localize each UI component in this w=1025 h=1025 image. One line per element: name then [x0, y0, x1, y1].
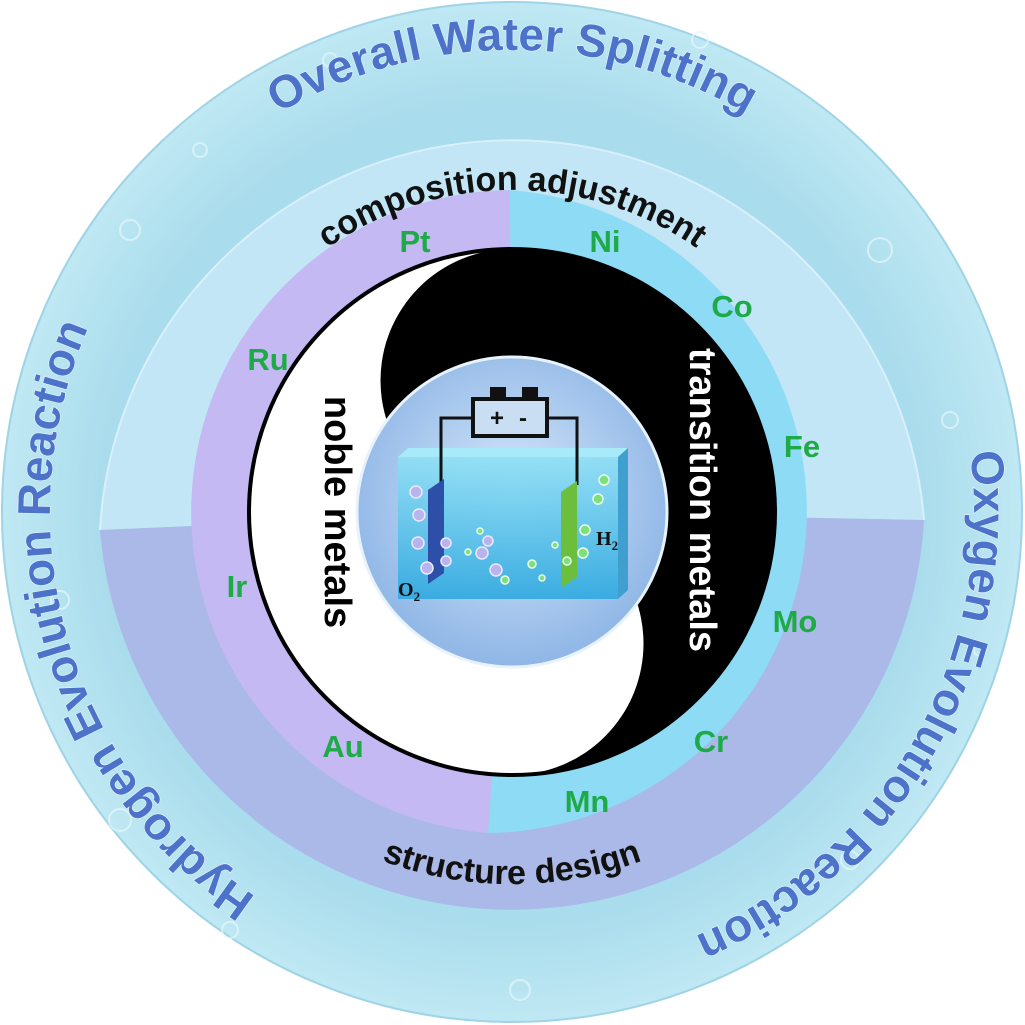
oxygen-bubbles	[409, 485, 503, 577]
anode-electrode	[428, 479, 444, 584]
battery-plus: +	[490, 405, 504, 432]
element-au: Au	[322, 729, 363, 764]
hydrogen-bubbles	[464, 474, 610, 585]
battery-minus: -	[519, 405, 527, 432]
element-cr: Cr	[694, 724, 728, 759]
noble-metals-label: noble metals	[316, 396, 358, 628]
cathode-electrode	[561, 481, 577, 588]
water-droplet-texture	[50, 31, 987, 1001]
oxygen-label: O2	[398, 579, 420, 604]
electrolysis-cell: + - O2 H2	[398, 387, 628, 604]
element-ni: Ni	[590, 224, 621, 259]
element-mn: Mn	[565, 784, 610, 819]
element-mo: Mo	[773, 604, 818, 639]
element-pt: Pt	[400, 224, 431, 259]
element-ir: Ir	[227, 569, 248, 604]
hydrogen-label: H2	[596, 528, 618, 553]
element-fe: Fe	[784, 429, 820, 464]
element-co: Co	[711, 289, 752, 324]
transition-metals-label: transition metals	[681, 348, 723, 652]
element-ru: Ru	[247, 342, 288, 377]
